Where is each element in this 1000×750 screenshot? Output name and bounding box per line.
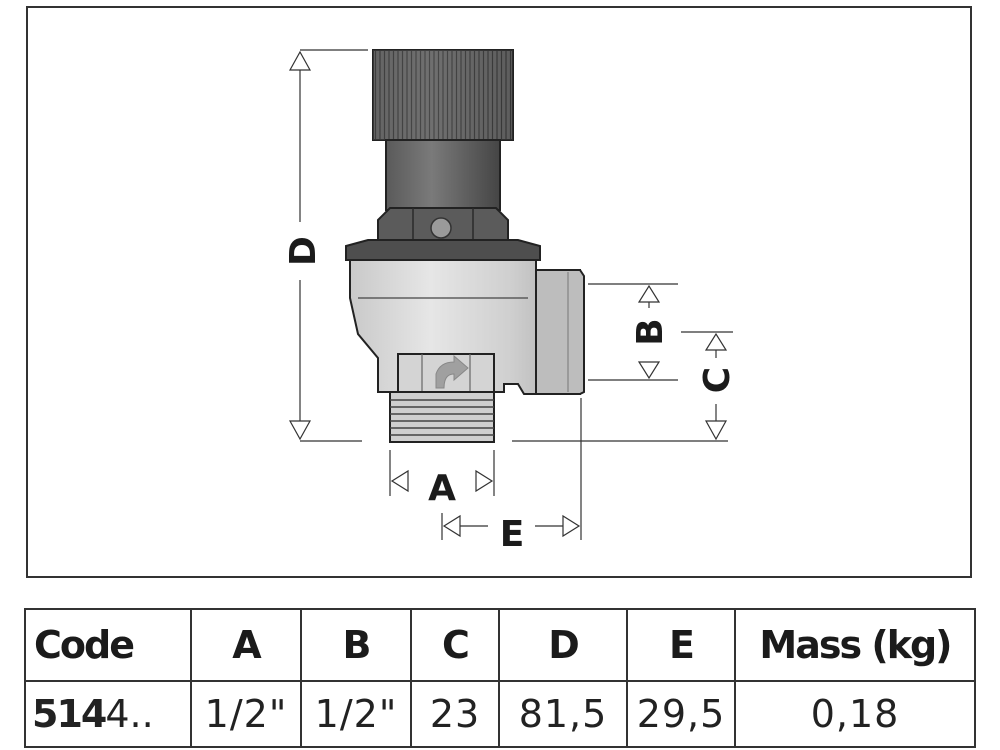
dimension-label-c: C: [697, 367, 738, 393]
technical-drawing: D A E B C: [26, 6, 972, 578]
code-prefix: 514: [32, 692, 107, 736]
header-code: Code: [24, 608, 192, 682]
header-b: B: [300, 608, 412, 682]
header-e: E: [626, 608, 736, 682]
dimension-label-b: B: [630, 318, 671, 345]
dimension-label-d: D: [283, 236, 324, 266]
code-suffix: 4..: [105, 692, 154, 736]
dimension-lines: [288, 49, 733, 540]
header-a: A: [190, 608, 302, 682]
valve-dimension-drawing: D A E B C: [283, 49, 738, 555]
valve-illustration: [345, 49, 585, 443]
cell-a: 1/2": [190, 680, 302, 748]
dimensions-table: Code A B C D E Mass (kg) 5144.. 1/2" 1/2…: [24, 608, 976, 748]
table-header-row: Code A B C D E Mass (kg): [24, 608, 976, 682]
cell-d: 81,5: [498, 680, 628, 748]
dimension-label-a: A: [428, 468, 456, 509]
cell-code: 5144..: [24, 680, 192, 748]
cell-c: 23: [410, 680, 500, 748]
header-d: D: [498, 608, 628, 682]
cell-b: 1/2": [300, 680, 412, 748]
header-mass: Mass (kg): [734, 608, 976, 682]
header-c: C: [410, 608, 500, 682]
cell-mass: 0,18: [734, 680, 976, 748]
table-row: 5144.. 1/2" 1/2" 23 81,5 29,5 0,18: [24, 680, 976, 748]
dimension-label-e: E: [500, 514, 525, 555]
cell-e: 29,5: [626, 680, 736, 748]
